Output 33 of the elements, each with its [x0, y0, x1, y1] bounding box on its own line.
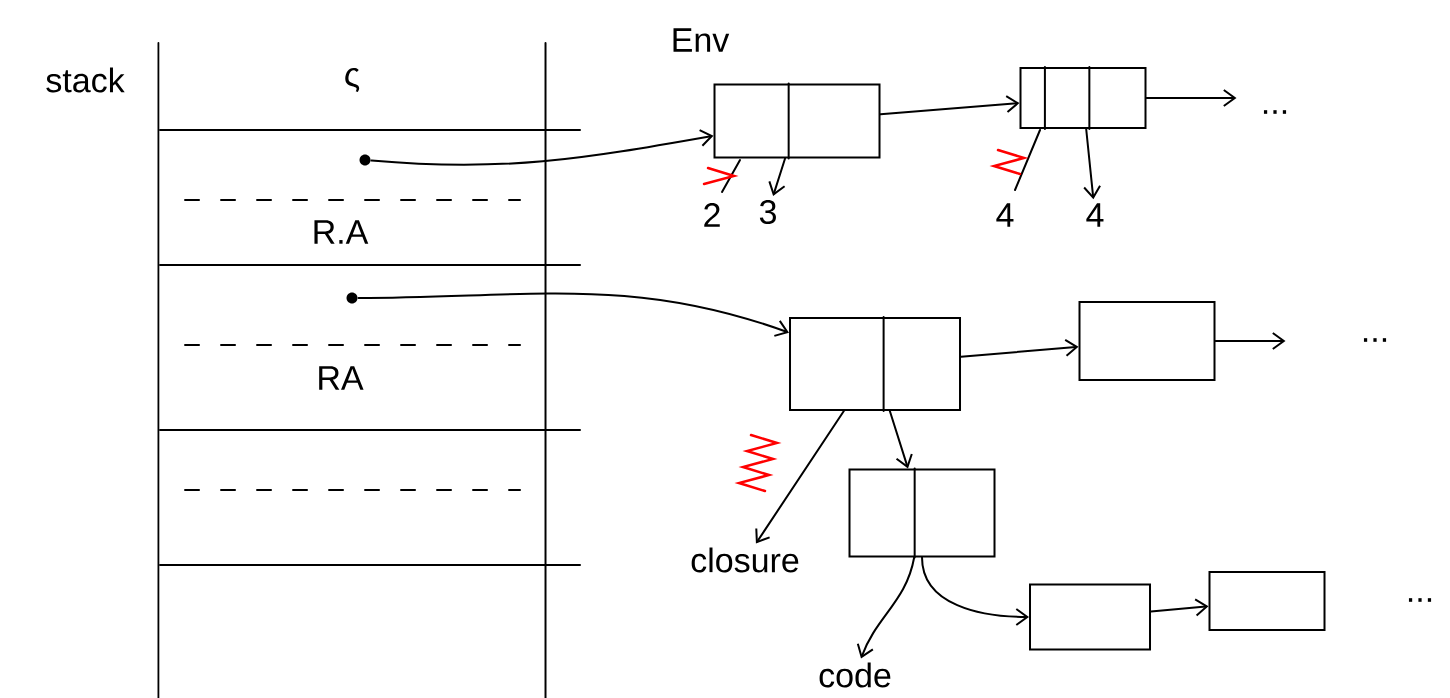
cell-box [1208, 571, 1326, 631]
heading: Env [673, 28, 730, 52]
text-label: R.A [314, 220, 369, 244]
cell-box [1078, 301, 1216, 381]
arrow [1214, 332, 1286, 350]
arrow [755, 410, 845, 544]
crossed-out-value: 4 [996, 203, 1014, 227]
arrow [370, 129, 714, 166]
cell-box [789, 316, 961, 412]
arrow [856, 556, 916, 659]
ellipsis: ... [1408, 598, 1432, 602]
cell-box [1019, 66, 1147, 130]
cell-box [848, 467, 996, 559]
value-label: 3 [759, 199, 776, 225]
text-label: code [819, 662, 891, 688]
ellipsis: ... [1363, 338, 1387, 342]
column-label: ς [345, 67, 360, 93]
ellipsis: ... [1263, 110, 1287, 114]
arrow [1145, 89, 1237, 107]
text-label: RA [319, 366, 364, 390]
arrow [1150, 598, 1209, 617]
text-label: closure [691, 547, 799, 573]
arrow [960, 338, 1079, 358]
cell-box [713, 82, 881, 160]
cell-box [1029, 583, 1151, 651]
crossed-out-value: 2 [704, 203, 720, 227]
arrow [357, 292, 789, 337]
arrow [921, 556, 1029, 626]
arrow [768, 157, 787, 196]
arrow [1083, 128, 1102, 200]
value-label: 4 [1086, 203, 1104, 227]
arrow [888, 410, 913, 469]
arrow [879, 95, 1020, 116]
